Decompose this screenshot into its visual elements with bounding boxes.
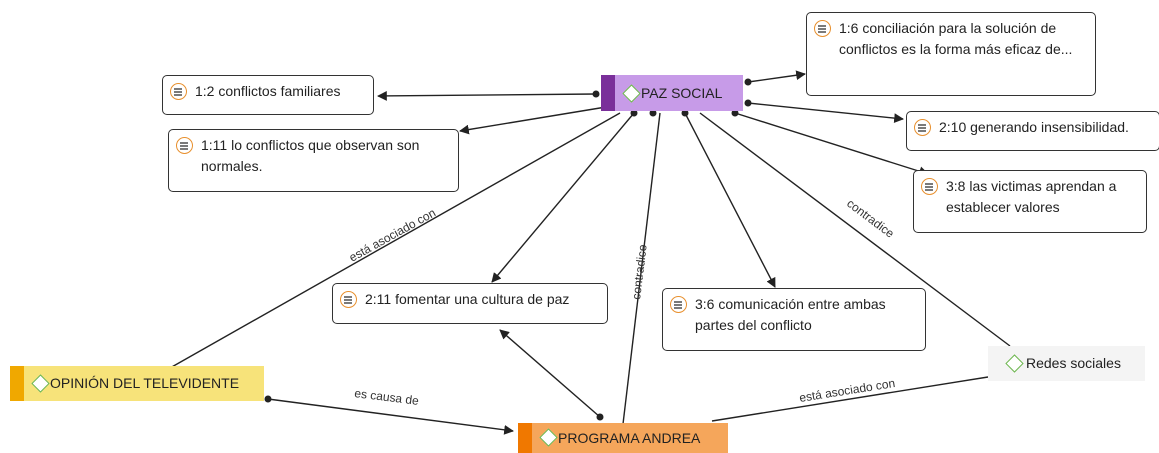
quote-text: 1:2 conflictos familiares (195, 83, 341, 99)
quote-text: 2:11 fomentar una cultura de paz (365, 291, 570, 307)
label-programa-redes: está asociado con (798, 376, 896, 405)
quotation-icon (340, 291, 357, 308)
edge-to-2-11 (491, 112, 635, 283)
code-color-bar (518, 423, 532, 453)
quotation-icon (170, 83, 187, 100)
code-diamond-icon (539, 428, 558, 447)
quote-1-6[interactable]: 1:6 conciliación para la solución de con… (806, 12, 1096, 96)
quote-3-6[interactable]: 3:6 comunicación entre ambas partes del … (662, 288, 926, 351)
code-label: PROGRAMA ANDREA (558, 430, 701, 446)
quote-text: 2:10 generando insensibilidad. (939, 119, 1129, 135)
edge-to-1-11 (459, 106, 607, 135)
edge-opinion-programa (267, 398, 514, 435)
code-paz-social[interactable]: PAZ SOCIAL (601, 75, 743, 111)
quote-3-8[interactable]: 3:8 las victimas aprendan a establecer v… (913, 170, 1147, 233)
code-diamond-icon (622, 84, 641, 103)
code-label: OPINIÓN DEL TELEVIDENTE (50, 375, 240, 391)
code-label: PAZ SOCIAL (641, 85, 723, 101)
edge-to-1-2 (377, 91, 597, 101)
code-redes-sociales[interactable]: Redes sociales (988, 346, 1145, 381)
code-diamond-icon (1005, 354, 1024, 373)
quotation-icon (914, 119, 931, 136)
edge-programa-2-11 (499, 329, 601, 418)
edge-to-2-10 (747, 102, 904, 123)
code-color-bar (10, 366, 24, 401)
code-opinion-televidente[interactable]: OPINIÓN DEL TELEVIDENTE (10, 366, 264, 401)
quote-2-10[interactable]: 2:10 generando insensibilidad. (906, 111, 1159, 151)
quote-text: 3:6 comunicación entre ambas partes del … (695, 296, 886, 333)
quotation-icon (176, 137, 193, 154)
edge-programa-redes (711, 376, 989, 422)
edge-opinion-paz (169, 112, 621, 369)
label-programa-paz: contradice (629, 243, 650, 300)
edge-to-3-6 (684, 112, 776, 288)
quote-1-11[interactable]: 1:11 lo conflictos que observan son norm… (168, 129, 459, 192)
edge-to-3-8 (734, 112, 929, 177)
code-diamond-icon (31, 374, 50, 393)
code-label: Redes sociales (1026, 355, 1121, 371)
code-color-bar (601, 75, 615, 111)
quotation-icon (921, 178, 938, 195)
edge-programa-paz (622, 112, 661, 425)
quote-text: 1:11 lo conflictos que observan son norm… (201, 137, 420, 174)
quotation-icon (814, 20, 831, 37)
label-opinion-paz: está asociado con (347, 205, 438, 264)
quote-1-2[interactable]: 1:2 conflictos familiares (162, 75, 374, 115)
edge-redes-paz (699, 112, 1011, 347)
quotation-icon (670, 296, 687, 313)
quote-text: 3:8 las victimas aprendan a establecer v… (946, 178, 1117, 215)
code-programa-andrea[interactable]: PROGRAMA ANDREA (518, 423, 728, 453)
label-opinion-programa: es causa de (354, 386, 420, 408)
quote-text: 1:6 conciliación para la solución de con… (839, 20, 1073, 57)
edge-to-1-6 (747, 70, 806, 83)
quote-2-11[interactable]: 2:11 fomentar una cultura de paz (332, 283, 608, 324)
label-redes-paz: contradice (844, 196, 897, 241)
